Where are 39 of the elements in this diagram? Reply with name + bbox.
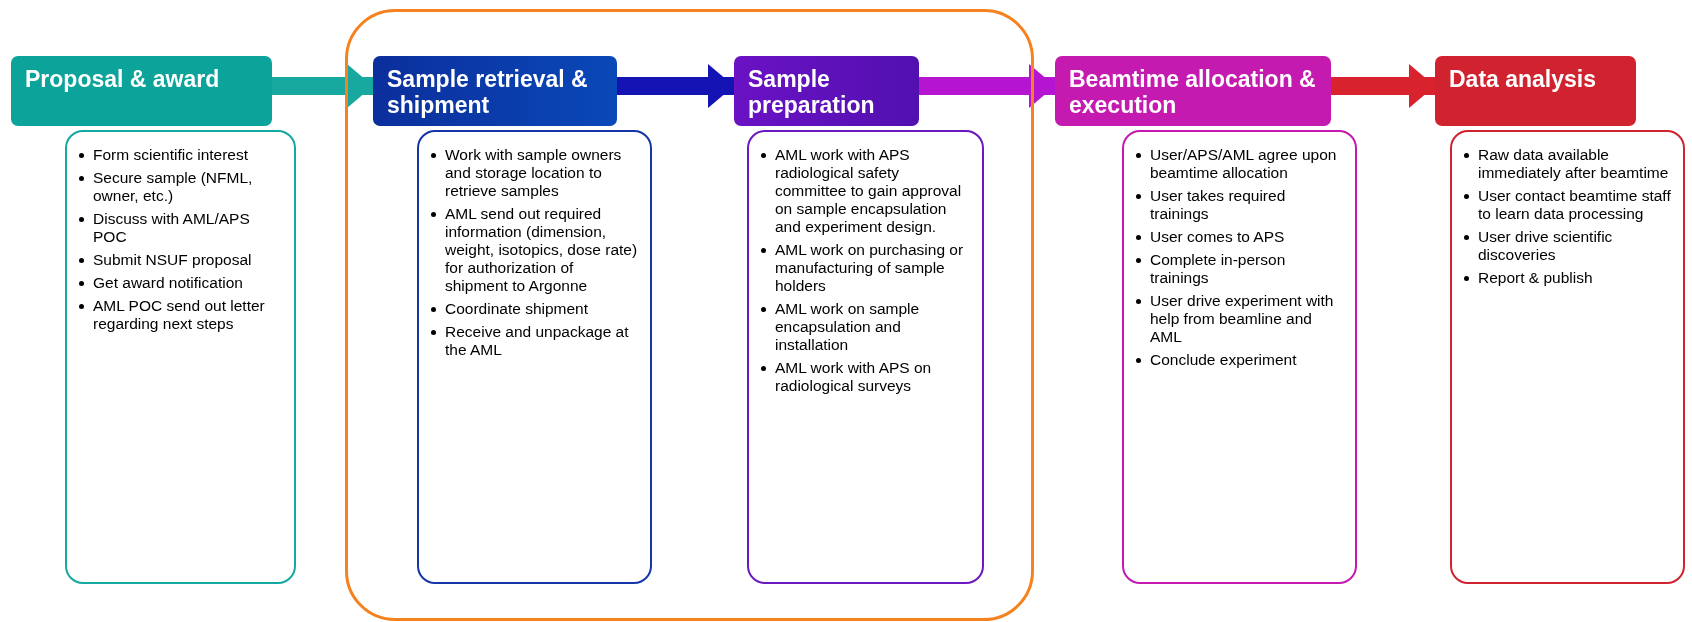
bullet-text: AML work with APS on radiological surveys (775, 359, 933, 395)
bullet-text: AML send out required information (dimension, weight, isotopics, dose rate) for authorization of shipment to Argonne (445, 205, 639, 295)
arrow (1331, 64, 1435, 108)
bullet-text: User contact beamtime staff to learn data processing (1478, 187, 1672, 223)
bullet-text: User drive scientific discoveries (1478, 228, 1614, 264)
bullet-text: User takes required trainings (1150, 187, 1287, 223)
arrow (919, 64, 1055, 108)
bullet-text: User/APS/AML agree upon beamtime allocation (1150, 146, 1338, 182)
bullet-text: Coordinate shipment (445, 300, 589, 318)
bullet-text: Discuss with AML/APS POC (93, 210, 251, 246)
task-list-card (1450, 130, 1685, 584)
bullet-text: Secure sample (NFML, owner, etc.) (93, 169, 254, 205)
bullet-text: Raw data available immediately after beamtime (1478, 146, 1670, 182)
bullet-text: AML work on purchasing or manufacturing of sample holders (775, 241, 965, 295)
stage-header: Proposal & award (11, 56, 272, 126)
stage-header: Data analysis (1435, 56, 1636, 126)
arrow (272, 64, 373, 108)
bullet-text: AML work on sample encapsulation and installation (775, 300, 921, 354)
stage-header: Sample preparation (734, 56, 919, 126)
bullet-text: Conclude experiment (1150, 351, 1297, 369)
task-list-card (65, 130, 296, 584)
bullet-text: Get award notification (93, 274, 243, 292)
stage-header: Beamtime allocation & execution (1055, 56, 1331, 126)
bullet-text: Receive and unpackage at the AML (445, 323, 630, 359)
arrow (617, 64, 734, 108)
bullet-text: User comes to APS (1150, 228, 1285, 246)
bullet-text: Work with sample owners and storage location to retrieve samples (445, 146, 623, 200)
bullet-text: Report & publish (1478, 269, 1593, 287)
bullet-text: Submit NSUF proposal (93, 251, 252, 269)
task-list-card (747, 130, 984, 584)
bullet-text: Form scientific interest (93, 146, 249, 164)
bullet-text: AML POC send out letter regarding next steps (93, 297, 266, 333)
bullet-text: User drive experiment with help from beamline and AML (1150, 292, 1335, 346)
bullet-text: AML work with APS radiological safety committee to gain approval on sample encapsulation and experiment design. (775, 146, 963, 236)
bullet-text: Complete in-person trainings (1150, 251, 1287, 287)
group-outline (345, 9, 1034, 621)
stage-header: Sample retrieval & shipment (373, 56, 617, 126)
task-list-card (1122, 130, 1357, 584)
task-list-card (417, 130, 652, 584)
